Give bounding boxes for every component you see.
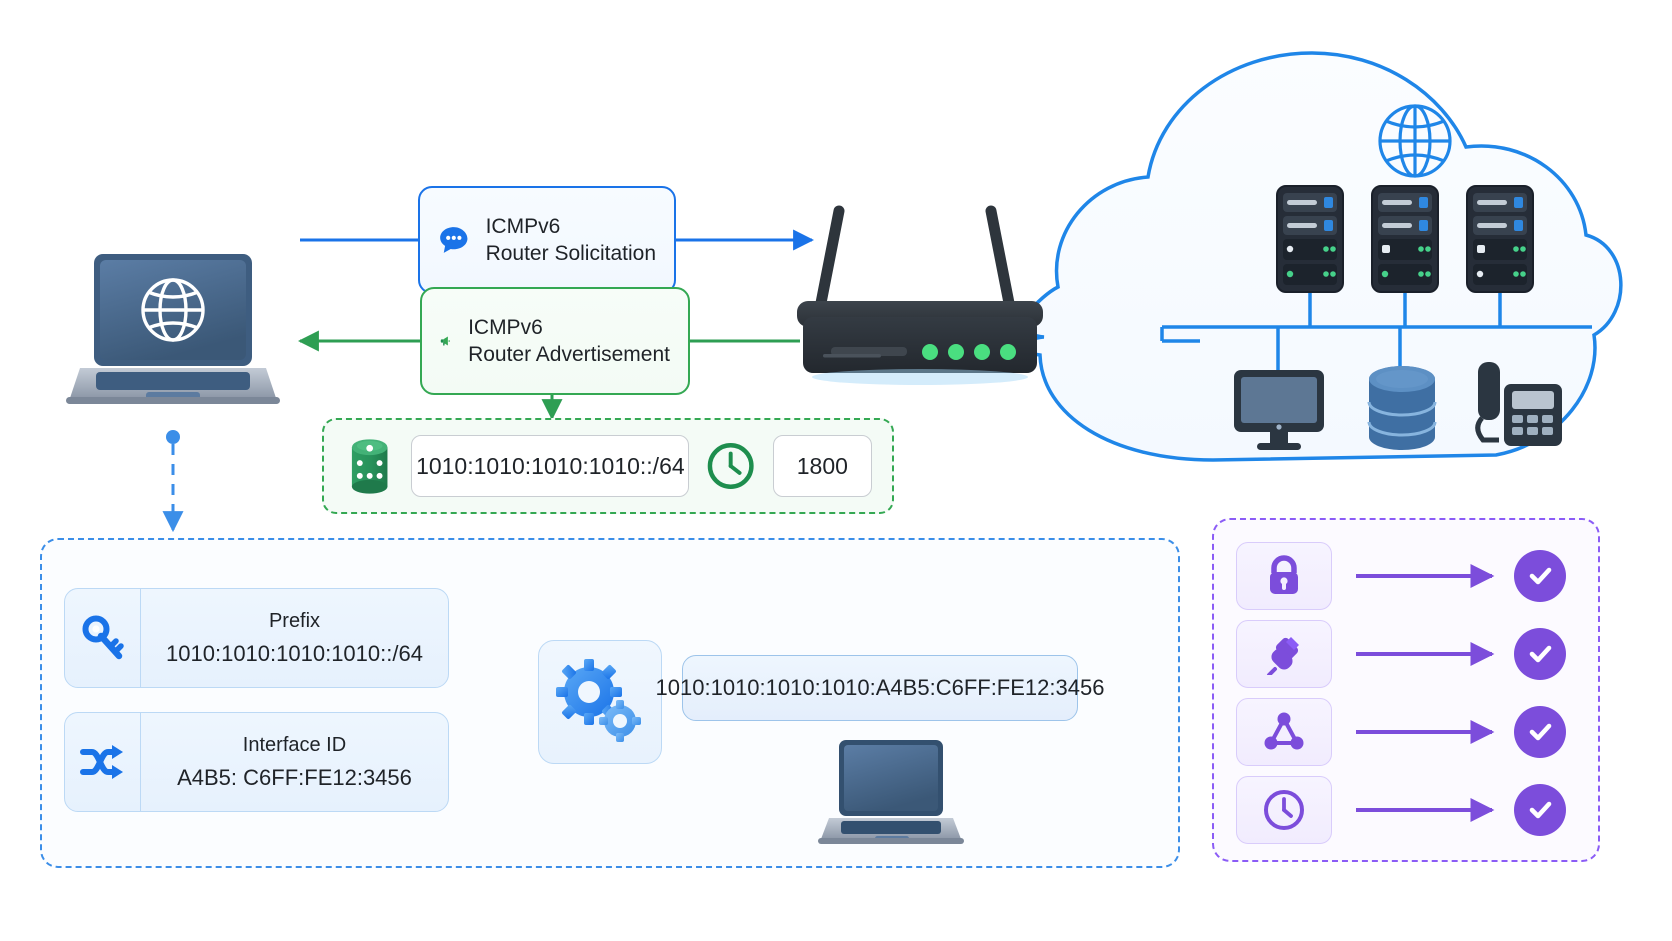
chat-bubble-icon	[440, 227, 468, 253]
server-icon	[1466, 185, 1534, 293]
network-nodes-icon	[1264, 712, 1304, 750]
monitor-icon	[1234, 370, 1324, 450]
checklist-arrow-3	[1356, 720, 1495, 744]
check-circle-icon	[1529, 801, 1552, 819]
wifi-router[interactable]	[795, 205, 1045, 395]
server-icon	[1371, 185, 1439, 293]
message-card-text: ICMPv6 Router Solicitation	[486, 213, 656, 268]
interface-id-label: Interface ID	[242, 733, 347, 756]
shuffle-icon-cell	[65, 713, 141, 811]
interface-id-value: A4B5: C6FF:FE12:3456	[177, 764, 412, 790]
cloud-server-1	[1276, 185, 1344, 298]
laptop-globe-icon	[66, 254, 280, 404]
protocol-label: ICMPv6	[485, 214, 561, 238]
lock-icon	[1270, 555, 1298, 594]
shuffle-icon	[79, 745, 123, 779]
prefix-value: 1010:1010:1010:1010::/64	[166, 640, 423, 666]
checklist-icon-plug[interactable]	[1236, 620, 1332, 688]
laptop-icon	[818, 740, 964, 844]
database-icon	[1367, 366, 1437, 450]
checklist-arrow-1	[1356, 564, 1495, 588]
check-circle-icon	[1529, 723, 1552, 741]
checklist-arrow-4	[1356, 798, 1495, 822]
ip-phone-icon	[1475, 362, 1562, 446]
key-icon-cell	[65, 589, 141, 687]
ra-options-panel: 1010:1010:1010:1010::/64 1800	[322, 418, 894, 514]
database-cylinder-icon	[351, 439, 388, 494]
gears-icon	[556, 659, 641, 742]
slaac-field-interface-id[interactable]: Interface ID A4B5: C6FF:FE12:3456	[64, 712, 449, 812]
slaac-result-address[interactable]: 1010:1010:1010:1010:A4B5:C6FF:FE12:3456	[656, 655, 1104, 721]
cloud-monitor	[1232, 368, 1326, 457]
interface-id-field-body: Interface ID A4B5: C6FF:FE12:3456	[141, 713, 448, 811]
megaphone-icon	[440, 336, 450, 346]
checklist-status-4	[1514, 784, 1566, 836]
check-circle-icon	[1529, 645, 1552, 663]
slaac-address-formation-panel: Prefix 1010:1010:1010:1010::/64 Interfac…	[40, 538, 1180, 868]
slaac-process-box[interactable]	[538, 640, 662, 764]
validation-checklist-panel	[1212, 518, 1600, 862]
checklist-status-3	[1514, 706, 1566, 758]
cloud-database	[1366, 364, 1438, 457]
message-name-label: Router Solicitation	[485, 242, 656, 265]
checklist-icon-lock[interactable]	[1236, 542, 1332, 610]
slaac-field-prefix[interactable]: Prefix 1010:1010:1010:1010::/64	[64, 588, 449, 688]
cloud-server-2	[1371, 185, 1439, 298]
wifi-router-icon	[797, 205, 1043, 385]
plug-icon	[1267, 637, 1299, 675]
message-card-router-advertisement[interactable]: ICMPv6 Router Advertisement	[420, 287, 690, 395]
prefix-label: Prefix	[268, 609, 321, 632]
server-icon	[1276, 185, 1344, 293]
prefix-field-body: Prefix 1010:1010:1010:1010::/64	[141, 589, 448, 687]
globe-icon	[1378, 104, 1452, 178]
message-name-label: Router Advertisement	[468, 343, 670, 366]
key-icon	[82, 615, 124, 660]
checklist-icon-clock[interactable]	[1236, 776, 1332, 844]
check-circle-icon	[1529, 567, 1552, 585]
checklist-icon-network-nodes[interactable]	[1236, 698, 1332, 766]
message-card-text: ICMPv6 Router Advertisement	[468, 314, 670, 369]
cloud-globe	[1372, 98, 1458, 189]
checklist-arrow-2	[1356, 642, 1495, 666]
clock-icon	[1264, 790, 1304, 830]
checklist-status-1	[1514, 550, 1566, 602]
slaac-result-laptop	[817, 736, 965, 851]
protocol-label: ICMPv6	[468, 315, 543, 339]
ra-lifetime-value[interactable]: 1800	[772, 435, 872, 497]
checklist-status-2	[1514, 628, 1566, 680]
clock-icon	[708, 443, 755, 489]
message-card-router-solicitation[interactable]: ICMPv6 Router Solicitation	[418, 186, 676, 294]
cloud-ip-phone	[1470, 360, 1566, 457]
host-laptop[interactable]	[62, 248, 282, 413]
ra-prefix-value[interactable]: 1010:1010:1010:1010::/64	[411, 435, 690, 497]
cloud-server-3	[1466, 185, 1534, 298]
